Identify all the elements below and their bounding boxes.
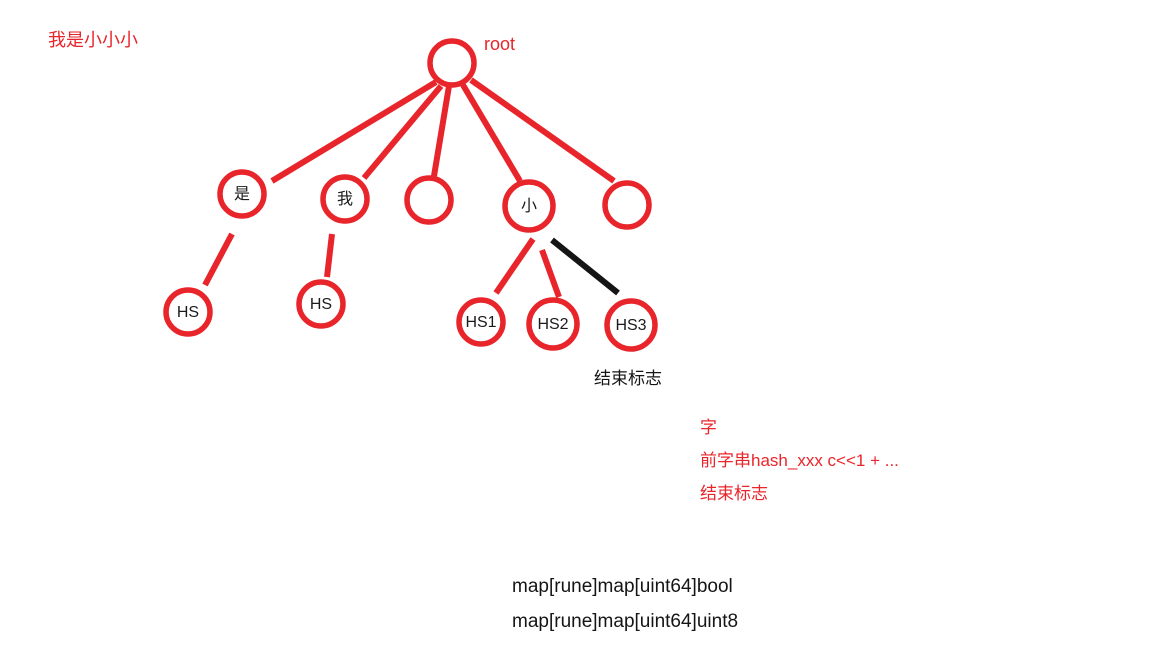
node-circle-n-e2	[602, 180, 652, 230]
tree-node-n-shi[interactable]: 是	[217, 169, 267, 219]
node-label-hs-1: HS1	[465, 314, 496, 331]
red-annotation-line-3: 结束标志	[700, 484, 768, 503]
tree-edge-e-root-shi	[270, 79, 438, 184]
code-line-bool: map[rune]map[uint64]bool	[512, 576, 733, 597]
node-circle-hs-1	[456, 297, 506, 347]
node-label-n-wo: 我	[337, 190, 353, 208]
tree-node-root[interactable]	[427, 38, 477, 88]
node-label-hs-2: HS2	[537, 316, 568, 333]
edge-group	[202, 77, 620, 299]
node-circle-hs-a	[163, 287, 213, 337]
tree-edge-e-root-e1	[431, 85, 452, 177]
tree-edge-e-xiao-hs3	[550, 237, 620, 296]
red-annotation-line-2: 前字串hash_xxx c<<1 + ...	[700, 451, 899, 470]
tree-node-n-e1[interactable]	[404, 175, 454, 225]
root-label: root	[484, 34, 516, 54]
node-circle-n-wo	[320, 174, 370, 224]
node-circle-hs-3	[604, 298, 658, 352]
tree-node-hs-2[interactable]: HS2	[526, 297, 580, 351]
node-circle-n-shi	[217, 169, 267, 219]
red-annotation-block: 字 前字串hash_xxx c<<1 + ... 结束标志	[700, 411, 899, 510]
node-label-hs-3: HS3	[615, 317, 646, 334]
node-label-hs-b: HS	[310, 296, 332, 313]
red-annotation-line-1: 字	[700, 418, 717, 437]
tree-node-n-wo[interactable]: 我	[320, 174, 370, 224]
tree-node-n-e2[interactable]	[602, 180, 652, 230]
node-circle-hs-b	[296, 279, 346, 329]
tree-node-hs-b[interactable]: HS	[296, 279, 346, 329]
node-group: 是 我 小 HS HS HS1 HS2 HS3	[163, 38, 658, 352]
code-line-uint8: map[rune]map[uint64]uint8	[512, 611, 739, 632]
end-marker-label: 结束标志	[594, 369, 662, 388]
node-label-n-xiao: 小	[521, 197, 537, 215]
top-left-note: 我是小小小	[48, 30, 138, 50]
node-label-n-shi: 是	[234, 186, 250, 203]
tree-edge-e-xiao-hs1	[493, 237, 536, 295]
tree-edge-e-wo-hsb	[324, 233, 335, 278]
tree-node-hs-3[interactable]: HS3	[604, 298, 658, 352]
tree-node-n-xiao[interactable]: 小	[502, 179, 556, 233]
node-circle-hs-2	[526, 297, 580, 351]
tree-edge-e-root-xiao	[460, 83, 523, 183]
tree-node-hs-1[interactable]: HS1	[456, 297, 506, 347]
tree-node-hs-a[interactable]: HS	[163, 287, 213, 337]
node-circle-root	[427, 38, 477, 88]
node-label-hs-a: HS	[177, 304, 199, 321]
node-circle-n-xiao	[502, 179, 556, 233]
tree-edge-e-shi-hsa	[202, 232, 235, 287]
node-circle-n-e1	[404, 175, 454, 225]
tree-edge-e-root-e2	[469, 77, 616, 184]
tree-edge-e-root-wo	[361, 84, 444, 180]
tree-edge-e-xiao-hs2	[539, 248, 562, 299]
